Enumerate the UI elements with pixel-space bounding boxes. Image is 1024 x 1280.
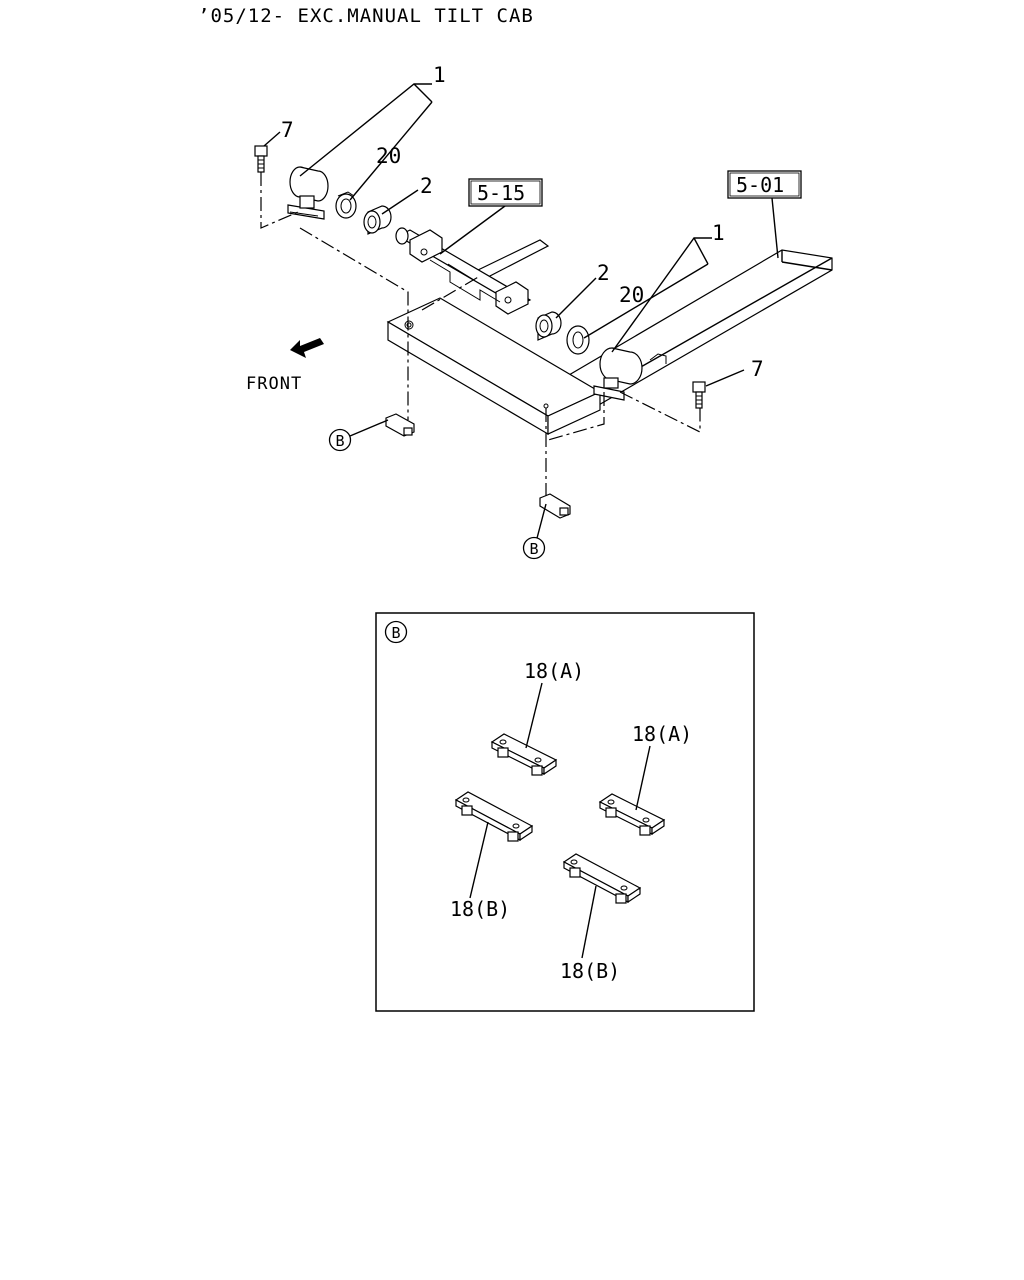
diagram-title: ’05/12- EXC.MANUAL TILT CAB bbox=[198, 5, 534, 27]
nut-plate-bottom bbox=[539, 493, 571, 519]
center-lines bbox=[260, 172, 701, 496]
part-label-7-right: 7 bbox=[751, 357, 764, 381]
callout-b-left-text: B bbox=[335, 432, 344, 450]
detail-label-18a-2: 18(A) bbox=[632, 722, 692, 746]
detail-b-title: B bbox=[391, 624, 400, 642]
cross-member bbox=[386, 297, 602, 436]
part-label-1-right: 1 bbox=[712, 221, 725, 245]
support-plate bbox=[476, 239, 550, 279]
bracket-right bbox=[593, 347, 643, 401]
detail-label-18b-2: 18(B) bbox=[560, 959, 620, 983]
nut-plate-18b-1 bbox=[454, 791, 534, 842]
bracket-left bbox=[287, 166, 329, 220]
nut-plate-left bbox=[385, 413, 415, 437]
bolt-right bbox=[692, 381, 706, 409]
ref-label-5-01: 5-01 bbox=[736, 173, 784, 197]
part-label-2-right: 2 bbox=[597, 261, 610, 285]
ref-box-5-01: 5-01 bbox=[727, 170, 802, 199]
nut-plate-18a-1 bbox=[490, 733, 558, 776]
leader-lines bbox=[263, 83, 779, 543]
nut-plate-18a-2 bbox=[598, 793, 666, 836]
nut-plate-18b-2 bbox=[562, 853, 642, 904]
bolt-left bbox=[254, 145, 268, 173]
tilt-shaft bbox=[395, 227, 532, 315]
bushing-left bbox=[335, 191, 357, 219]
detail-b-callout: B bbox=[384, 620, 408, 644]
part-label-2-left: 2 bbox=[420, 174, 433, 198]
collar-left bbox=[363, 205, 392, 235]
part-label-20-left: 20 bbox=[376, 144, 401, 168]
front-label: FRONT bbox=[246, 374, 302, 394]
front-arrow-icon bbox=[290, 338, 324, 358]
detail-label-18b-1: 18(B) bbox=[450, 897, 510, 921]
ref-label-5-15: 5-15 bbox=[477, 181, 525, 205]
main-assembly bbox=[254, 83, 833, 543]
ref-box-5-15: 5-15 bbox=[468, 178, 543, 207]
part-label-7-left: 7 bbox=[281, 118, 294, 142]
collar-right bbox=[535, 311, 562, 341]
detail-b-panel: B bbox=[375, 612, 755, 1012]
callout-b-left: B bbox=[328, 428, 352, 452]
part-label-20-right: 20 bbox=[619, 283, 644, 307]
bushing-right bbox=[566, 325, 590, 355]
callout-b-bottom: B bbox=[522, 536, 546, 560]
detail-label-18a-1: 18(A) bbox=[524, 659, 584, 683]
part-label-1-left: 1 bbox=[433, 63, 446, 87]
callout-b-bottom-text: B bbox=[529, 540, 538, 558]
